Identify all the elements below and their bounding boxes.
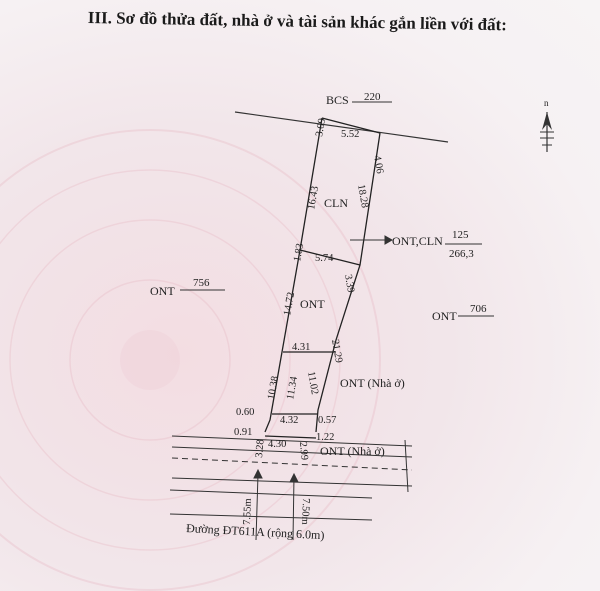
neighbor-top-number: 220 xyxy=(364,91,381,103)
parcel-outline xyxy=(264,117,381,439)
parcel-pointer-arrow xyxy=(350,235,394,245)
neighbor-top-code: BCS xyxy=(326,93,349,107)
dim-top-width: 5.52 xyxy=(341,129,359,140)
neighbor-right-code: ONT xyxy=(432,309,457,323)
road-lines xyxy=(169,435,413,521)
parcel-area: 266,3 xyxy=(449,248,474,260)
setback-arrows xyxy=(253,468,299,541)
dim-inner-1134: 11.34 xyxy=(285,375,300,401)
parcel-code: ONT,CLN xyxy=(392,234,443,248)
dim-offset-060: 0.60 xyxy=(236,407,254,418)
dim-setback-750: 7.50m xyxy=(299,498,311,525)
dim-left-small: 1.83 xyxy=(292,243,306,263)
dim-right-299: 2.99 xyxy=(297,441,310,460)
dim-left-upper: 16.43 xyxy=(306,185,321,210)
top-boundary-line xyxy=(234,111,449,143)
dim-width-432: 4.32 xyxy=(280,415,298,426)
dim-top-right-edge: 4.06 xyxy=(371,155,385,175)
neighbor-right-number: 706 xyxy=(470,303,487,315)
watermark-emblem xyxy=(0,129,381,591)
dim-width-431: 4.31 xyxy=(292,342,310,353)
dim-offset-057: 0.57 xyxy=(318,415,336,426)
dim-right-long: 21.29 xyxy=(329,339,344,364)
dim-right-upper: 18.28 xyxy=(355,184,370,209)
zone-house-lower: ONT (Nhà ở) xyxy=(320,444,385,458)
dim-top-left-edge: 3.09 xyxy=(314,118,328,138)
compass-north-label: n xyxy=(544,98,549,108)
dim-offset-091: 0.91 xyxy=(234,427,252,438)
dim-mid-width: 5.74 xyxy=(315,253,334,264)
dim-offset-122: 1.22 xyxy=(316,432,334,443)
neighbor-left-code: ONT xyxy=(150,284,175,298)
zone-house-upper: ONT (Nhà ở) xyxy=(340,376,405,390)
dim-width-430: 4.30 xyxy=(268,439,286,450)
dim-right-mid: 3.39 xyxy=(342,274,356,294)
zone-cln: CLN xyxy=(324,196,348,210)
zone-ont: ONT xyxy=(300,297,325,311)
compass-icon: n xyxy=(540,98,554,152)
dim-inner-1102: 11.02 xyxy=(305,371,320,396)
dim-left-mid: 14.72 xyxy=(282,291,297,316)
neighbor-left-number: 756 xyxy=(193,277,210,289)
dim-left-328: 3.28 xyxy=(254,439,267,458)
dim-setback-755: 7.55m xyxy=(242,498,254,525)
dim-left-1038: 10.38 xyxy=(266,375,281,400)
parcel-number: 125 xyxy=(452,229,469,241)
